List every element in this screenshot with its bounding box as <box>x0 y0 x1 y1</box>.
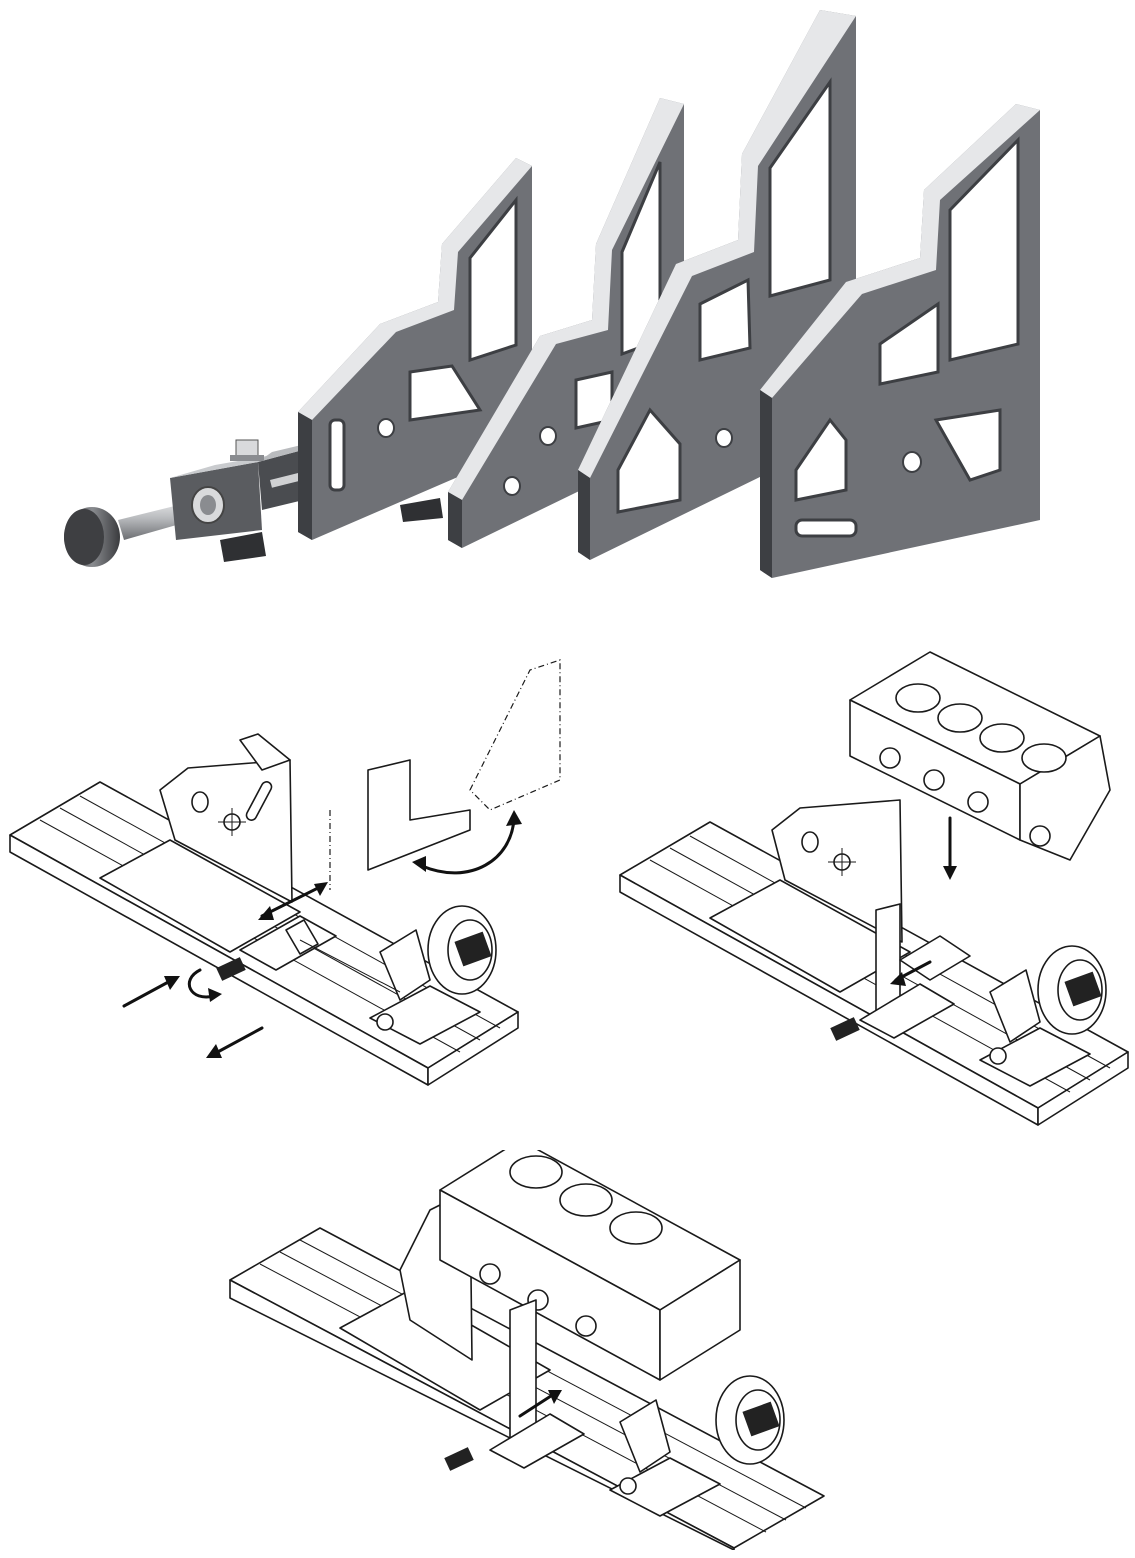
fixture-diagram-load-svg <box>619 651 1129 1126</box>
angle-plate-4 <box>760 104 1040 578</box>
fixture-diagram-load <box>600 640 1135 1140</box>
tailstock <box>609 1375 785 1517</box>
fixed-angle-plate <box>709 799 911 993</box>
fixture-diagram-adjust-svg <box>9 659 561 1086</box>
motion-arrows <box>122 810 522 1058</box>
tailstock <box>369 905 497 1045</box>
engine-block-clamped <box>439 1150 741 1381</box>
swap-angle-plate <box>329 659 561 890</box>
fixed-angle-plate <box>99 733 301 953</box>
mounted-angle-plate <box>830 903 971 1041</box>
fixture-diagram-adjust <box>0 640 570 1100</box>
engine-block-hovering <box>849 651 1111 861</box>
angle-plate-render-svg <box>64 10 1040 578</box>
fixture-diagram-clamped <box>220 1150 840 1550</box>
angle-plate-render <box>0 0 1135 600</box>
mounted-angle-plate <box>444 1299 585 1471</box>
tailstock <box>979 945 1107 1087</box>
sliding-clamp <box>216 915 401 993</box>
fixture-diagram-clamped-svg <box>229 1150 825 1550</box>
angle-plate-1 <box>298 158 532 540</box>
